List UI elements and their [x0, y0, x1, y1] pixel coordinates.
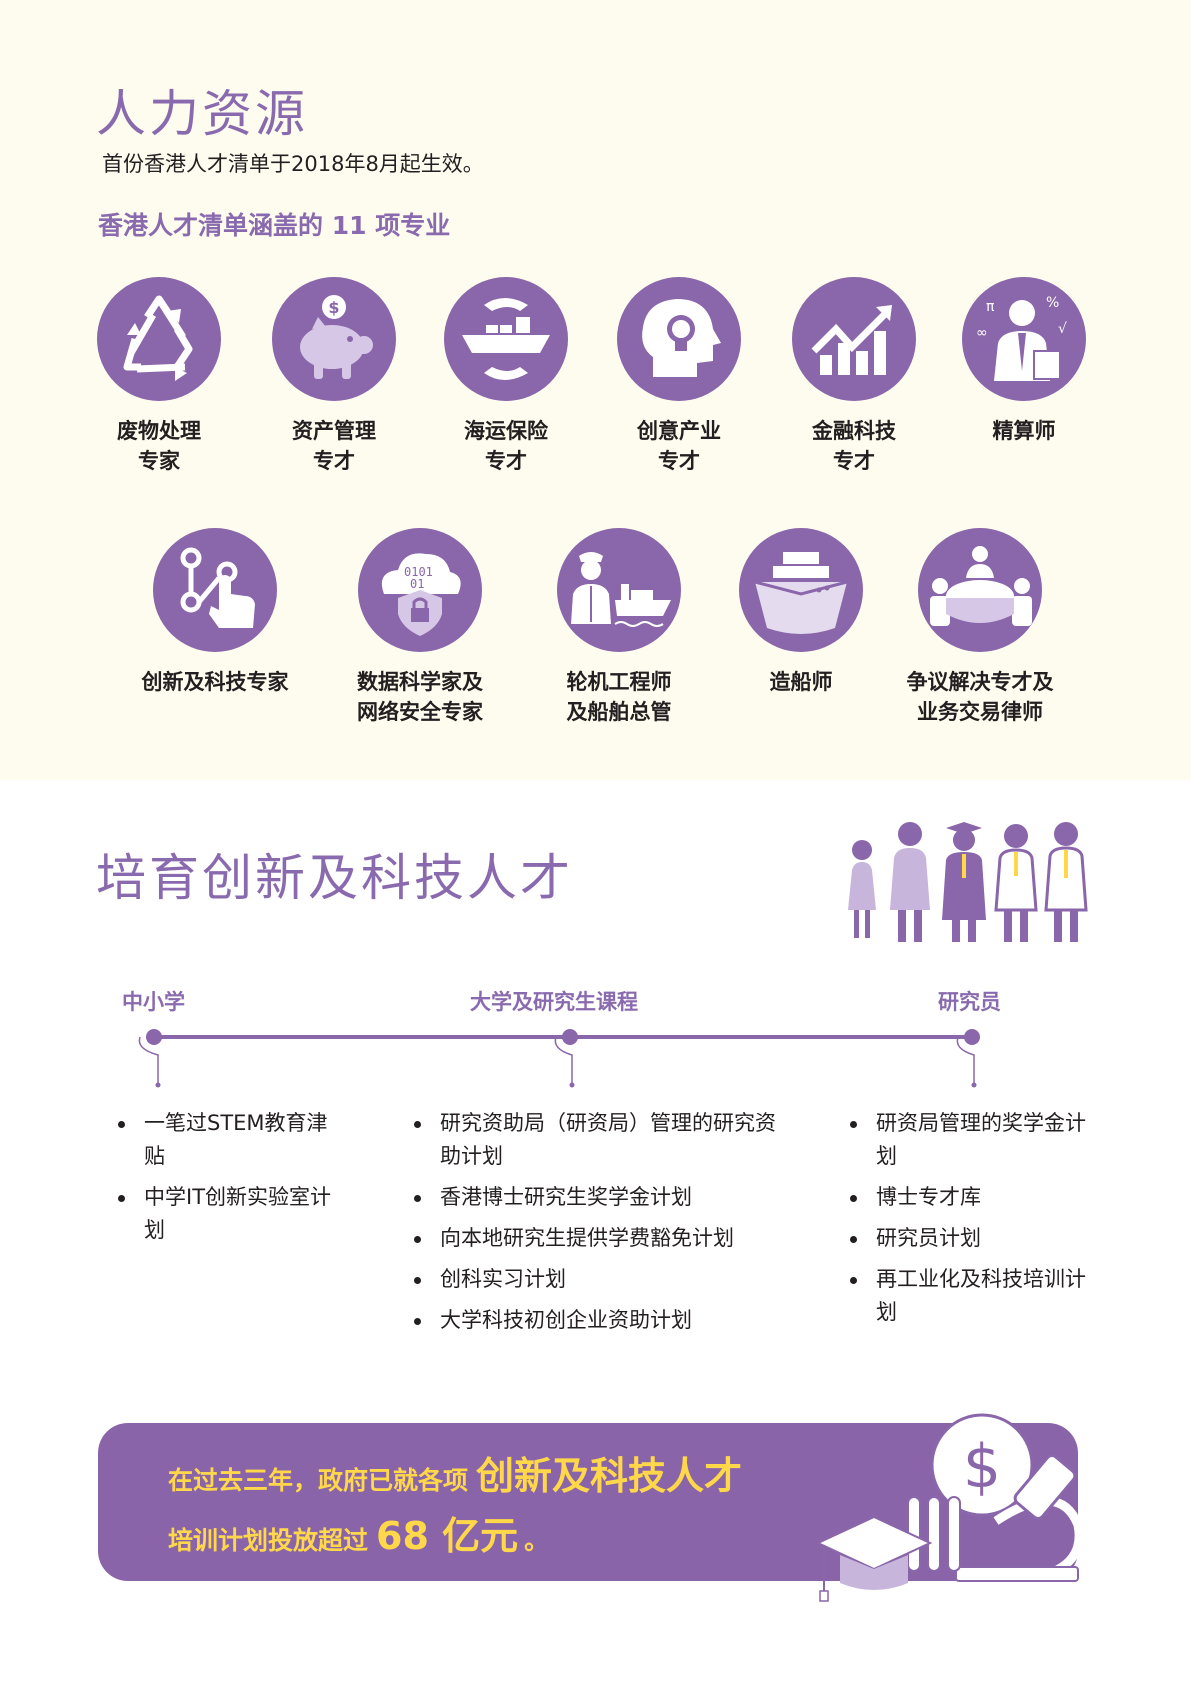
list-item: 研究资助局（研资局）管理的研究资助计划	[410, 1107, 780, 1173]
list-item: 创科实习计划	[410, 1263, 780, 1296]
list-item: 研资局管理的奖学金计划	[846, 1107, 1094, 1173]
lightbulb-head-icon	[617, 277, 741, 401]
list-item: 一笔过STEM教育津贴	[114, 1107, 334, 1173]
ship-bow-icon	[739, 528, 863, 652]
list-item: 中学IT创新实验室计划	[114, 1181, 334, 1247]
funding-illustration: $	[815, 1413, 1084, 1602]
svg-text:0101: 0101	[404, 565, 433, 579]
profession-label: 金融科技专才	[812, 419, 896, 473]
recycle-icon	[97, 277, 221, 401]
stage-label-researcher: 研究员	[938, 990, 1001, 1014]
hr-section-title: 人力资源	[96, 85, 308, 143]
profession-label: 争议解决专才及业务交易律师	[906, 670, 1054, 724]
innotech-talent-title: 培育创新及科技人才	[96, 849, 573, 907]
people-group-icon	[848, 822, 1088, 942]
profession-label: 轮机工程师及船舶总管	[566, 670, 672, 724]
education-timeline	[138, 1029, 980, 1088]
svg-text:$: $	[328, 298, 339, 317]
list-item: 香港博士研究生奖学金计划	[410, 1181, 780, 1214]
meeting-table-icon	[918, 528, 1042, 652]
profession-label: 造船师	[769, 670, 833, 694]
profession-label: 废物处理专家	[117, 419, 201, 473]
stage-items-primary-secondary: 一笔过STEM教育津贴 中学IT创新实验室计划	[114, 1107, 334, 1255]
marine-engineer-icon	[557, 528, 681, 652]
talent-list-intro: 首份香港人才清单于2018年8月起生效。	[102, 152, 484, 176]
svg-text:01: 01	[410, 577, 424, 591]
list-item: 再工业化及科技培训计划	[846, 1263, 1094, 1329]
growth-chart-icon	[792, 277, 916, 401]
stage-label-primary-secondary: 中小学	[122, 990, 185, 1014]
cargo-ship-icon	[444, 277, 568, 401]
svg-text:√: √	[1058, 321, 1067, 337]
profession-label: 创新及科技专家	[141, 670, 289, 694]
profession-label: 创意产业专才	[637, 419, 721, 473]
list-item: 向本地研究生提供学费豁免计划	[410, 1222, 780, 1255]
stage-label-university: 大学及研究生课程	[470, 990, 638, 1014]
profession-label: 资产管理专才	[292, 419, 376, 473]
profession-label: 数据科学家及网络安全专家	[357, 670, 483, 724]
piggy-bank-icon: $	[272, 277, 396, 401]
banner-line-1: 在过去三年，政府已就各项创新及科技人才	[168, 1454, 743, 1498]
profession-label: 精算师	[992, 419, 1056, 443]
list-item: 博士专才库	[846, 1181, 1094, 1214]
stage-items-university: 研究资助局（研资局）管理的研究资助计划 香港博士研究生奖学金计划 向本地研究生提…	[410, 1107, 780, 1345]
svg-text:$: $	[963, 1432, 1001, 1502]
svg-text:%: %	[1046, 295, 1059, 311]
professions-subtitle: 香港人才清单涵盖的 11 项专业	[98, 211, 451, 240]
profession-label: 海运保险专才	[464, 419, 548, 473]
touch-network-icon	[153, 528, 277, 652]
stage-items-researcher: 研资局管理的奖学金计划 博士专才库 研究员计划 再工业化及科技培训计划	[846, 1107, 1094, 1337]
svg-text:π: π	[986, 299, 995, 315]
list-item: 研究员计划	[846, 1222, 1094, 1255]
list-item: 大学科技初创企业资助计划	[410, 1304, 780, 1337]
actuary-icon: π% ∞ √	[962, 277, 1086, 401]
svg-text:∞: ∞	[976, 325, 988, 341]
